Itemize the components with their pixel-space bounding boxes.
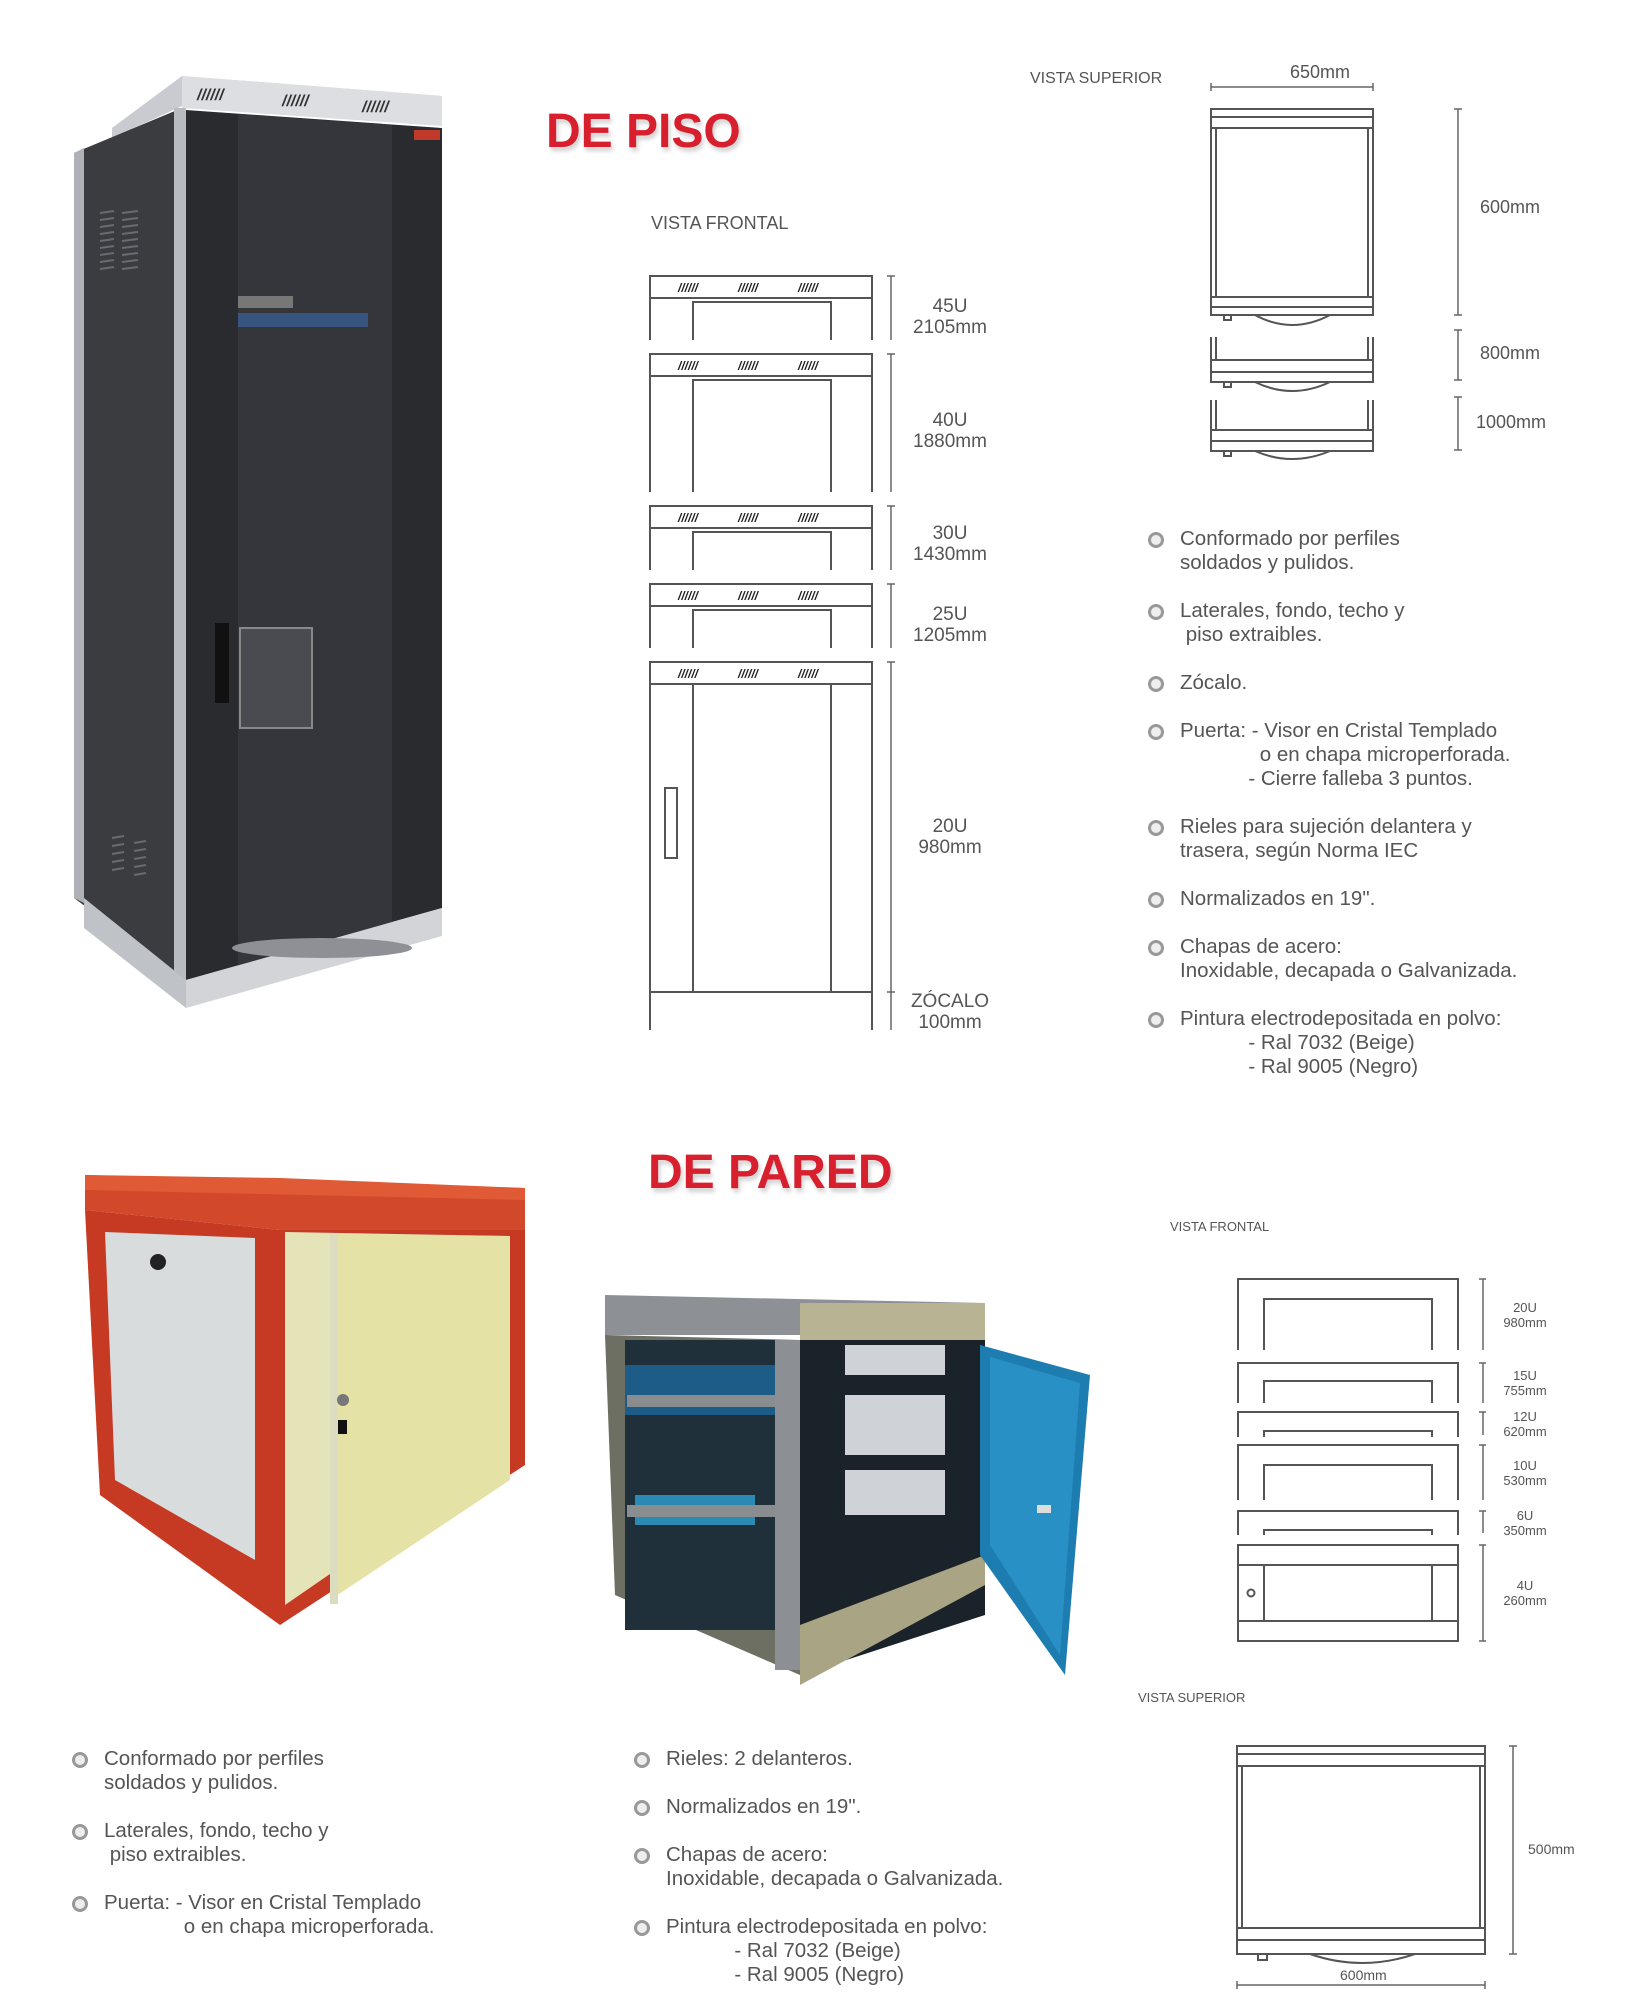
spec-item: Pintura electrodepositada en polvo: - Ra… [1148, 1007, 1517, 1079]
wall-rack-red-photo [80, 1170, 530, 1630]
spec-item: Rieles: 2 delanteros. [634, 1747, 1003, 1771]
bullet-icon [1148, 724, 1164, 740]
svg-text://////: ////// [797, 589, 820, 603]
spec-item: Laterales, fondo, techo y piso extraible… [1148, 599, 1517, 647]
svg-text://////: ////// [196, 87, 225, 104]
bullet-icon [1148, 820, 1164, 836]
bullet-icon [1148, 676, 1164, 692]
bullet-icon [1148, 604, 1164, 620]
spec-item: Rieles para sujeción delantera y trasera… [1148, 815, 1517, 863]
spec-item: Normalizados en 19". [634, 1795, 1003, 1819]
spec-item: Chapas de acero: Inoxidable, decapada o … [634, 1843, 1003, 1891]
svg-text://////: ////// [361, 99, 390, 116]
spec-item: Puerta: - Visor en Cristal Templado o en… [1148, 719, 1517, 791]
bullet-icon [1148, 892, 1164, 908]
svg-text://////: ////// [737, 511, 760, 525]
wall-top-view-label: VISTA SUPERIOR [1138, 1690, 1246, 1705]
bullet-icon [634, 1848, 650, 1864]
svg-text://////: ////// [797, 511, 820, 525]
bullet-icon [1148, 532, 1164, 548]
bullet-icon [72, 1752, 88, 1768]
svg-text://////: ////// [281, 93, 310, 110]
spec-item: Zócalo. [1148, 671, 1517, 695]
floor-top-depth-lines [1448, 105, 1468, 475]
wall-front-view-drawing [1236, 1275, 1486, 1645]
wall-specs-left-list: Conformado por perfiles soldados y pulid… [72, 1747, 434, 1963]
floor-top-width-dim: 650mm [1290, 62, 1351, 82]
wall-depth-500: 500mm [1528, 1841, 1575, 1857]
svg-text://////: ////// [737, 281, 760, 295]
spec-item: Chapas de acero: Inoxidable, decapada o … [1148, 935, 1517, 983]
svg-text://////: ////// [797, 281, 820, 295]
wall-top-view-drawing [1230, 1740, 1530, 2000]
svg-text://////: ////// [737, 667, 760, 681]
bullet-icon [634, 1920, 650, 1936]
spec-item: Laterales, fondo, techo y piso extraible… [72, 1819, 434, 1867]
floor-front-view-label: VISTA FRONTAL [651, 213, 789, 233]
bullet-icon [1148, 940, 1164, 956]
spec-item: Normalizados en 19". [1148, 887, 1517, 911]
svg-text://////: ////// [677, 667, 700, 681]
floor-rack-cabinet-photo: ////// ////// ////// [62, 68, 462, 1018]
wall-rack-open-photo [605, 1295, 1095, 1695]
spec-item: Pintura electrodepositada en polvo: - Ra… [634, 1915, 1003, 1987]
svg-text://////: ////// [797, 667, 820, 681]
floor-depth-600: 600mm [1480, 197, 1541, 217]
svg-text://////: ////// [737, 589, 760, 603]
floor-depth-800: 800mm [1480, 343, 1541, 363]
spec-item: Conformado por perfiles soldados y pulid… [72, 1747, 434, 1795]
svg-text://////: ////// [677, 511, 700, 525]
spec-item: Puerta: - Visor en Cristal Templado o en… [72, 1891, 434, 1939]
bullet-icon [72, 1824, 88, 1840]
svg-text://////: ////// [797, 359, 820, 373]
wall-width-600: 600mm [1340, 1967, 1387, 1983]
wall-front-view-label: VISTA FRONTAL [1170, 1219, 1270, 1234]
floor-front-view-drawing: ////// ////// ////// ////// ////// ////// //… [648, 270, 998, 1033]
floor-depth-1000: 1000mm [1476, 412, 1547, 432]
svg-text://////: ////// [677, 589, 700, 603]
svg-text://////: ////// [737, 359, 760, 373]
bullet-icon [72, 1896, 88, 1912]
bullet-icon [1148, 1012, 1164, 1028]
svg-text://////: ////// [677, 359, 700, 373]
svg-text://////: ////// [677, 281, 700, 295]
floor-top-view-label: VISTA SUPERIOR [1030, 70, 1163, 87]
floor-top-view-drawing [1200, 75, 1400, 475]
bullet-icon [634, 1752, 650, 1768]
floor-specs-list: Conformado por perfiles soldados y pulid… [1148, 527, 1517, 1103]
wall-section-title: DE PARED [648, 1146, 893, 1199]
wall-specs-right-list: Rieles: 2 delanteros. Normalizados en 19… [634, 1747, 1003, 2011]
floor-section-title: DE PISO [546, 105, 741, 158]
bullet-icon [634, 1800, 650, 1816]
spec-item: Conformado por perfiles soldados y pulid… [1148, 527, 1517, 575]
